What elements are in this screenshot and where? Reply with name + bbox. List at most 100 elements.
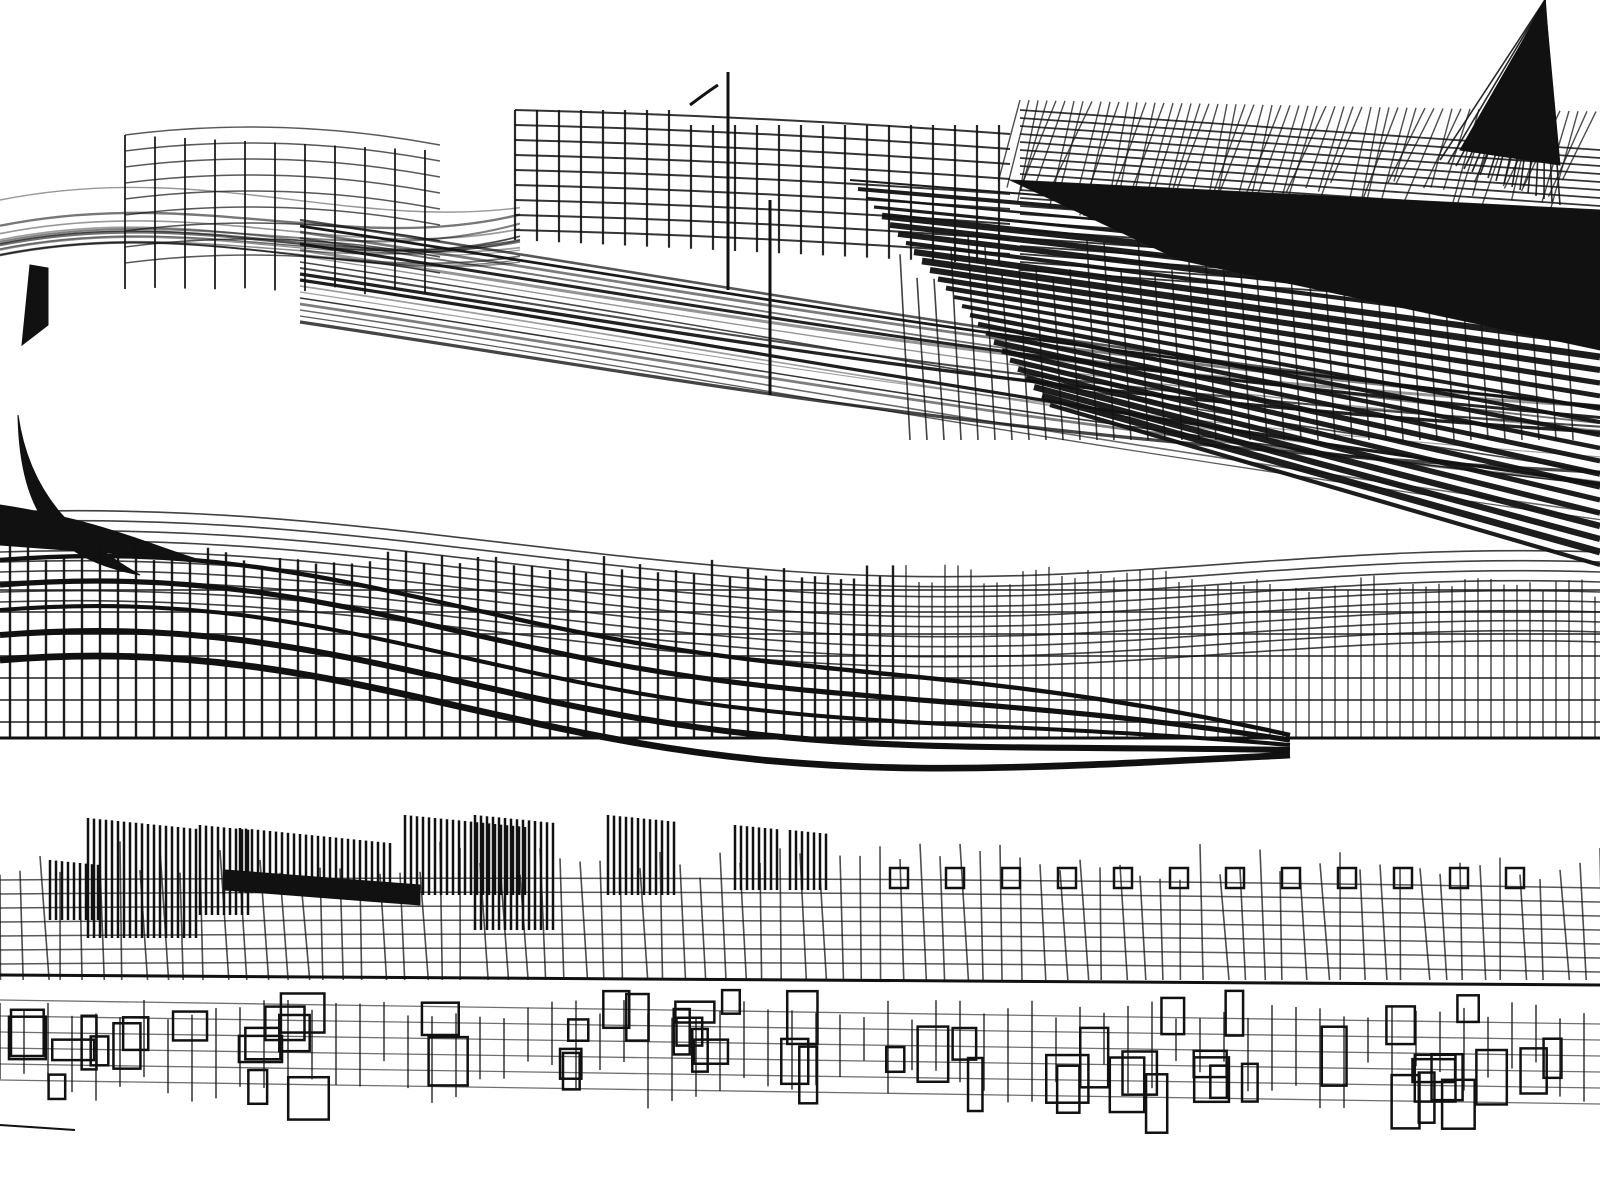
dense-post	[1035, 100, 1066, 183]
lower-box	[1192, 1056, 1231, 1104]
lower-box	[1475, 1048, 1509, 1106]
grid-rail	[0, 919, 1600, 931]
fan-ray	[1447, 0, 1546, 164]
roof-box	[944, 866, 966, 890]
grid-post	[319, 867, 324, 981]
grid-post	[1139, 875, 1147, 981]
lower-box	[558, 1047, 583, 1080]
slanted-post	[1103, 241, 1115, 441]
grid-post	[39, 856, 50, 981]
grid-post	[19, 870, 24, 981]
slanted-post	[950, 247, 962, 441]
diagonal-beam	[921, 257, 1600, 361]
lower-box	[1385, 1005, 1417, 1046]
grid-post	[439, 841, 444, 981]
building-floor	[514, 169, 1011, 195]
grid-rail	[124, 254, 441, 274]
dense-post	[1208, 104, 1246, 207]
diagonal-beam	[993, 339, 1600, 477]
diagonal-beam	[937, 276, 1600, 386]
grid-post	[1419, 868, 1431, 981]
lower-box	[966, 1056, 984, 1113]
dense-post	[997, 99, 1021, 182]
grid-rail	[0, 891, 1600, 903]
roof-box	[1168, 866, 1190, 890]
roof-box	[1056, 866, 1078, 890]
diagonal-beam	[985, 330, 1600, 464]
dense-post	[1547, 111, 1588, 197]
grid-post	[659, 851, 664, 981]
diagonal-beam	[977, 321, 1600, 451]
wave-line	[0, 509, 1600, 578]
diagonal-beam	[1009, 357, 1600, 503]
slanted-post	[1273, 258, 1285, 441]
dense-post	[1268, 105, 1300, 203]
diagonal-beam	[1049, 402, 1600, 568]
slanted-post	[1290, 273, 1302, 441]
dense-rail	[1019, 133, 1600, 175]
building-floor	[514, 109, 1011, 135]
lower-box	[1044, 1053, 1090, 1104]
grid-post	[999, 844, 1003, 981]
slanted-post	[1256, 273, 1268, 441]
roof-curve	[689, 83, 719, 107]
lower-box	[1440, 1078, 1476, 1130]
roof-box	[1112, 866, 1134, 890]
building-floor	[514, 124, 1011, 150]
corner-stroke	[0, 1124, 76, 1131]
grid-post	[1319, 863, 1331, 981]
lower-box	[720, 988, 742, 1015]
grid-post	[839, 855, 845, 981]
grid-rail	[124, 174, 441, 194]
grid-post	[859, 855, 863, 981]
wavy-strand	[0, 236, 521, 254]
grid-rail	[124, 158, 441, 178]
dense-post	[1113, 102, 1147, 191]
slanted-post	[1188, 261, 1200, 441]
slanted-post	[1171, 269, 1183, 441]
wave-line	[0, 529, 1600, 598]
grid-post	[539, 848, 547, 981]
wavy-strand	[0, 186, 521, 213]
lower-box	[1121, 1050, 1159, 1096]
roof-box	[1392, 866, 1414, 890]
lower-box	[1055, 1064, 1081, 1114]
slanted-post	[1154, 275, 1166, 441]
dense-post	[1216, 104, 1255, 201]
slanted-post	[1052, 277, 1064, 441]
building-floor	[514, 154, 1011, 180]
lower-box	[884, 1045, 906, 1074]
grid-post	[959, 843, 970, 981]
bold-ribbon	[0, 652, 1291, 772]
lower-box	[780, 1037, 810, 1086]
lower-rail	[0, 999, 1600, 1025]
grid-post	[679, 864, 687, 981]
lower-box	[244, 1026, 282, 1061]
grid-post	[479, 863, 489, 981]
slanted-post	[1001, 274, 1013, 441]
dense-post	[1006, 100, 1030, 188]
flow-strand	[299, 230, 1600, 408]
grid-post	[639, 868, 649, 981]
grid-post	[1359, 869, 1366, 981]
grid-post	[179, 872, 184, 981]
grid-post	[1519, 874, 1528, 981]
building-floor	[514, 139, 1011, 165]
lower-box	[279, 992, 326, 1034]
dense-post	[1250, 104, 1273, 200]
lower-box	[798, 1045, 819, 1105]
grid-rail	[124, 190, 441, 210]
flow-strand	[299, 255, 1600, 432]
diagonal-beam	[1041, 392, 1600, 556]
dense-post	[1387, 107, 1426, 184]
grid-post	[719, 852, 727, 981]
building-floor	[514, 214, 1011, 240]
roof-box	[888, 866, 910, 890]
lower-rail	[0, 1063, 1600, 1089]
dense-rail	[1019, 149, 1600, 191]
grid-rail	[124, 142, 441, 162]
diagonal-beam	[953, 295, 1600, 411]
lower-box	[1224, 989, 1245, 1037]
roof-box	[1448, 866, 1470, 890]
